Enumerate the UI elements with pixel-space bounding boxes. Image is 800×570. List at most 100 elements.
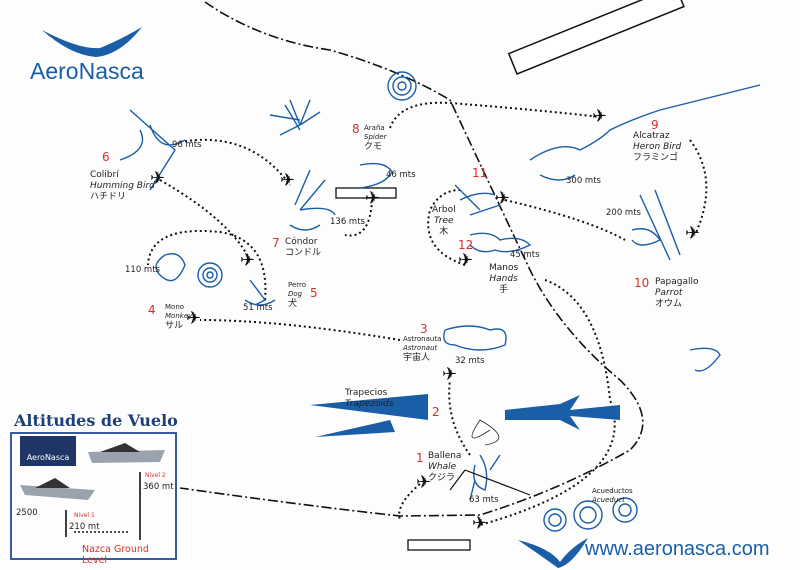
name-en: Spider bbox=[364, 133, 387, 141]
airplane-icon: ✈ bbox=[365, 188, 381, 209]
site-10-number: 10 bbox=[634, 276, 650, 290]
name-ja: 手 bbox=[499, 285, 509, 295]
left-altitude-value: 2500 bbox=[16, 508, 38, 518]
level2-value: 360 mt bbox=[143, 482, 174, 492]
site-12-number: 12 bbox=[458, 238, 474, 252]
name-ja: 木 bbox=[439, 227, 449, 237]
name-en: Humming Bird bbox=[90, 181, 155, 191]
ground-level-label: Nazca Ground Level bbox=[82, 544, 149, 566]
name-ja: ハチドリ bbox=[90, 192, 127, 202]
site-6-number: 6 bbox=[102, 150, 110, 164]
airplane-icon: ✈ bbox=[442, 364, 458, 385]
airplane-icon: ✈ bbox=[280, 170, 296, 191]
trapezoid-glyph bbox=[310, 394, 620, 437]
name-ja: 犬 bbox=[288, 299, 298, 309]
site-6-distance: 96 mts bbox=[172, 140, 202, 150]
name-ja: クモ bbox=[364, 142, 383, 152]
name-ja: コンドル bbox=[285, 248, 322, 258]
level1-value: 210 mt bbox=[69, 522, 100, 532]
name-es: Alcatraz bbox=[633, 131, 670, 141]
website-link[interactable]: www.aeronasca.com bbox=[585, 538, 770, 560]
site-11-number: 11 bbox=[472, 166, 488, 180]
name-ja: オウム bbox=[655, 299, 683, 309]
name-es: Trapecios bbox=[345, 388, 388, 398]
airplane-icon: ✈ bbox=[472, 513, 488, 534]
site-8-distance: 46 mts bbox=[386, 170, 416, 180]
site-9-number: 9 bbox=[651, 118, 659, 132]
site-1-number: 1 bbox=[416, 451, 424, 465]
site-10-distance: 200 mts bbox=[606, 208, 641, 218]
level2-label: Nivel 2 bbox=[145, 472, 166, 479]
site-9-distance: 300 mts bbox=[566, 176, 601, 186]
name-es: Papagallo bbox=[655, 277, 699, 287]
name-es: Cóndor bbox=[285, 237, 318, 247]
airplane-icon: ✈ bbox=[416, 472, 432, 493]
name-ja: フラミンゴ bbox=[633, 153, 679, 163]
brand-logo: AeroNasca bbox=[30, 58, 144, 84]
bird-logo-icon bbox=[42, 27, 142, 57]
name-en: Tree bbox=[434, 216, 454, 226]
name-en: Whale bbox=[428, 462, 457, 472]
name-es: Arbol bbox=[432, 205, 456, 215]
airplane-icon: ✈ bbox=[592, 106, 608, 127]
site-3-distance: 32 mts bbox=[455, 356, 485, 366]
name-ja: サル bbox=[165, 321, 184, 331]
altitudes-title: Altitudes de Vuelo bbox=[14, 411, 178, 430]
site-7-number: 7 bbox=[272, 236, 280, 250]
name-en: Astronaut bbox=[403, 344, 438, 352]
name-es: Ballena bbox=[428, 451, 462, 461]
name-es: Acueductos bbox=[592, 487, 633, 495]
name-ja: クジラ bbox=[428, 473, 456, 483]
name-en: Parrot bbox=[655, 288, 683, 298]
site-2-number: 2 bbox=[432, 405, 440, 419]
site-4-number: 4 bbox=[148, 303, 156, 317]
level1-label: Nivel 1 bbox=[74, 512, 95, 519]
name-es: Perro bbox=[288, 281, 307, 289]
name-es: Araña bbox=[364, 124, 385, 132]
url-bird-icon bbox=[518, 538, 588, 568]
altitudes-panel: AeroNasca Nivel 2 360 mt 2500 Nivel 1 21… bbox=[10, 432, 177, 566]
name-en: Dog bbox=[288, 290, 303, 298]
name-en: Hands bbox=[489, 274, 518, 284]
name-en: Trapezoids bbox=[345, 399, 394, 409]
name-en: Heron Bird bbox=[633, 142, 682, 152]
site-5-number: 5 bbox=[310, 286, 318, 300]
name-es: Mono bbox=[165, 303, 185, 311]
name-es: Colibrí bbox=[90, 170, 119, 180]
altitudes-logo: AeroNasca bbox=[20, 436, 76, 466]
site-8-number: 8 bbox=[352, 122, 360, 136]
site-1-distance: 63 mts bbox=[469, 495, 499, 505]
airplane-icon: ✈ bbox=[150, 168, 166, 189]
airplane-icon: ✈ bbox=[186, 308, 202, 329]
site-4-distance: 110 mts bbox=[125, 265, 160, 275]
airplane-icon: ✈ bbox=[685, 223, 701, 244]
airplane-icon: ✈ bbox=[458, 250, 474, 271]
name-es: Astronauta bbox=[403, 335, 442, 343]
site-3-number: 3 bbox=[420, 322, 428, 336]
highway bbox=[179, 1, 644, 517]
airplane-icon: ✈ bbox=[495, 188, 511, 209]
name-ja: 宇宙人 bbox=[403, 353, 431, 363]
name-es: Manos bbox=[489, 263, 519, 273]
airplane-icon: ✈ bbox=[240, 250, 256, 271]
site-7-distance: 136 mts bbox=[330, 217, 365, 227]
name-en: Monkey bbox=[165, 312, 193, 320]
site-5-distance: 51 mts bbox=[243, 303, 273, 313]
name-en: Acueduct bbox=[592, 496, 625, 504]
site-12-distance: 45 mts bbox=[510, 250, 540, 260]
